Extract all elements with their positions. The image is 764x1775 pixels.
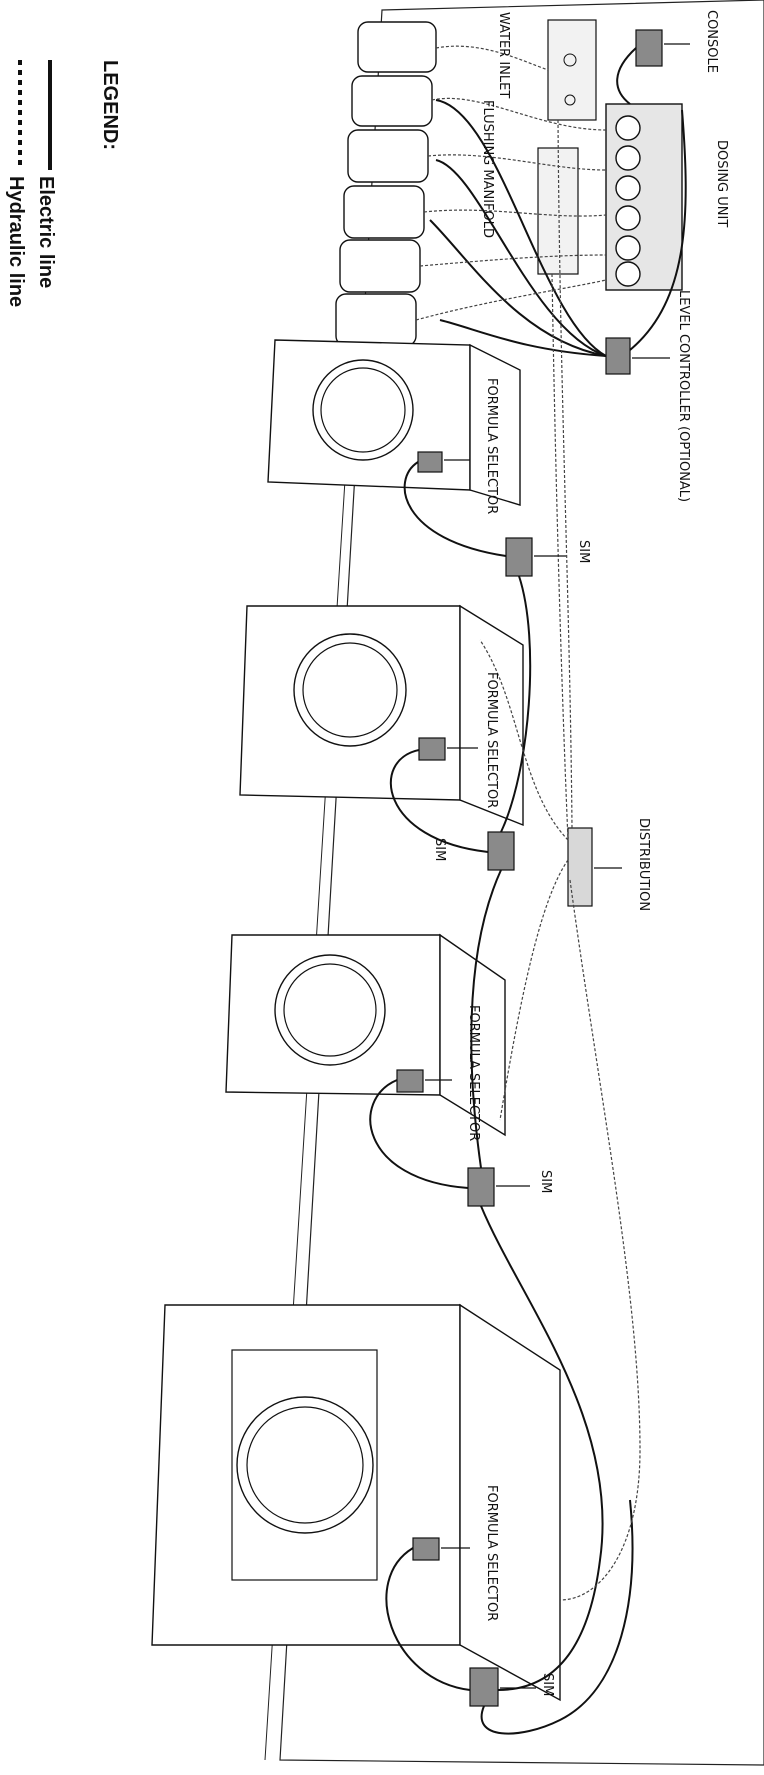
sim-device-4: [470, 1668, 498, 1706]
label-water-inlet: WATER INLET: [496, 12, 511, 98]
sim-device-2: [488, 832, 514, 870]
washer-1: [268, 340, 520, 505]
label-console: CONSOLE: [704, 10, 719, 73]
washer-3: [226, 935, 505, 1135]
label-formula-selector-4: FORMULA SELECTOR: [484, 1485, 499, 1621]
label-sim-4: SIM: [540, 1673, 555, 1696]
label-formula-selector-3: FORMULA SELECTOR: [466, 1005, 481, 1141]
legend: LEGEND: Electric line Hydraulic line: [5, 60, 121, 307]
formula-selector-device-2: [419, 738, 445, 760]
formula-selector-device-3: [397, 1070, 423, 1092]
label-formula-selector-2: FORMULA SELECTOR: [484, 672, 499, 808]
sim-device-1: [506, 538, 532, 576]
level-controller-device: [606, 338, 630, 374]
dosing-unit: [606, 104, 682, 290]
label-sim-2: SIM: [432, 838, 447, 861]
formula-selector-device-4: [413, 1538, 439, 1560]
label-flushing-manifold: FLUSHING MANIFOLD: [480, 100, 495, 238]
label-sim-1: SIM: [576, 540, 591, 563]
label-sim-3: SIM: [538, 1170, 553, 1193]
label-dosing-unit: DOSING UNIT: [714, 140, 729, 227]
sim-device-3: [468, 1168, 494, 1206]
distribution-device: [568, 828, 592, 906]
chemical-containers: [336, 22, 436, 346]
legend-hydraulic-label: Hydraulic line: [5, 176, 27, 307]
label-formula-selector-1: FORMULA SELECTOR: [484, 378, 499, 514]
label-distribution: DISTRIBUTION: [636, 818, 651, 911]
legend-title: LEGEND:: [99, 60, 121, 150]
washer-2: [240, 606, 523, 825]
legend-electric-label: Electric line: [35, 176, 57, 288]
console-device: [636, 30, 662, 66]
formula-selector-device-1: [418, 452, 442, 472]
label-level-controller: LEVEL CONTROLLER (OPTIONAL): [676, 290, 691, 502]
